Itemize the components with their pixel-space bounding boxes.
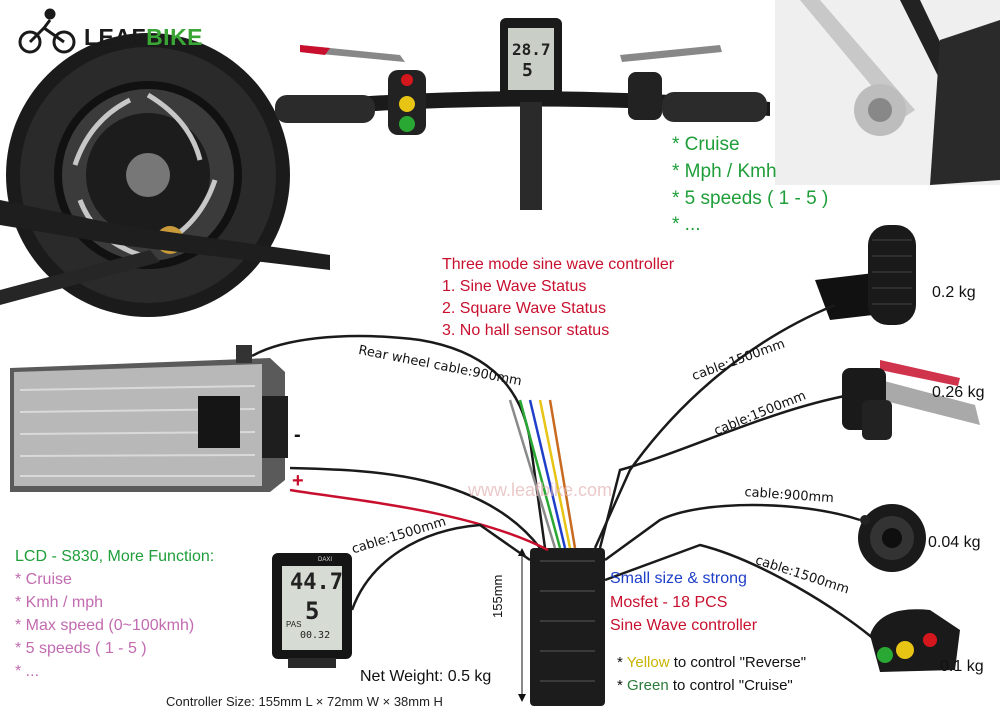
brake-lever (842, 360, 980, 440)
throttle (815, 225, 916, 325)
throttle-weight: 0.2 kg (932, 284, 976, 301)
feature-5-speeds: * 5 speeds ( 1 - 5 ) (672, 188, 829, 209)
wiring (251, 303, 876, 641)
controller-size: Controller Size: 155mm L × 72mm W × 38mm… (166, 694, 443, 709)
lcd-features-title: LCD - S830, More Function: (15, 548, 215, 565)
lcd-feature-cruise: * Cruise (15, 571, 72, 588)
modes-title: Three mode sine wave controller (442, 256, 675, 273)
handlebar (275, 45, 770, 210)
controller-box (518, 548, 605, 706)
lcd-feature-max-speed: * Max speed (0~100kmh) (15, 617, 195, 634)
lcd-odo: 00.32 (300, 630, 331, 641)
cruise-color-word: Green (627, 677, 669, 694)
battery (10, 345, 288, 492)
controller-strong-line1: Small size & strong (610, 570, 747, 587)
feature-more: * ... (672, 214, 701, 235)
brand-name-a: LEAF (84, 24, 147, 50)
controller-reverse-note: * Yellow to control "Reverse" (617, 654, 806, 671)
controller-strong-line2: Mosfet - 18 PCS (610, 594, 728, 611)
lcd-feature-kmh: * Kmh / mph (15, 594, 104, 611)
brake-weight: 0.26 kg (932, 384, 985, 401)
feature-cruise: * Cruise (672, 134, 740, 155)
switch-weight: 0.1 kg (940, 658, 984, 675)
cruise-rest: to control "Cruise" (668, 677, 793, 694)
controller-cruise-note: * Green to control "Cruise" (617, 677, 793, 694)
lcd-feature-5-speeds: * 5 speeds ( 1 - 5 ) (15, 640, 147, 657)
reverse-rest: to control "Reverse" (669, 654, 807, 671)
handlebar-lcd-speed: 28.7 (512, 40, 551, 59)
battery-minus: - (294, 424, 301, 446)
reverse-star: * (617, 654, 627, 671)
brand-name-b: BIKE (146, 24, 204, 50)
mode-sine: 1. Sine Wave Status (442, 278, 587, 295)
controller-net-weight: Net Weight: 0.5 kg (360, 668, 492, 685)
handlebar-lcd (500, 18, 562, 102)
mode-no-hall: 3. No hall sensor status (442, 322, 610, 339)
lcd-feature-more: * ... (15, 663, 40, 680)
pas-sensor (858, 504, 926, 572)
pas-weight: 0.04 kg (928, 534, 981, 551)
lcd-s830 (272, 553, 352, 668)
function-switch (870, 609, 960, 672)
lcd-brand: DAXI (318, 557, 333, 563)
handlebar-lcd-gear: 5 (522, 60, 533, 81)
watermark: www.leafbike.com (468, 480, 613, 500)
controller-dimension: 155mm (490, 574, 505, 618)
cruise-star: * (617, 677, 628, 694)
fork-photo (775, 0, 1000, 185)
hub-motor-wheel (0, 33, 330, 317)
controller-strong-line3: Sine Wave controller (610, 617, 758, 634)
reverse-color-word: Yellow (626, 654, 670, 671)
mode-square: 2. Square Wave Status (442, 300, 606, 317)
feature-mph-kmh: * Mph / Kmh (672, 161, 777, 182)
lcd-speed: 44.7 (290, 570, 343, 595)
lcd-gear: 5 (305, 597, 320, 625)
logo-bike-icon (18, 8, 76, 54)
brand-logo: LEAFBIKE (84, 24, 203, 51)
battery-plus: + (292, 470, 304, 492)
lcd-pas: PAS (286, 620, 302, 629)
